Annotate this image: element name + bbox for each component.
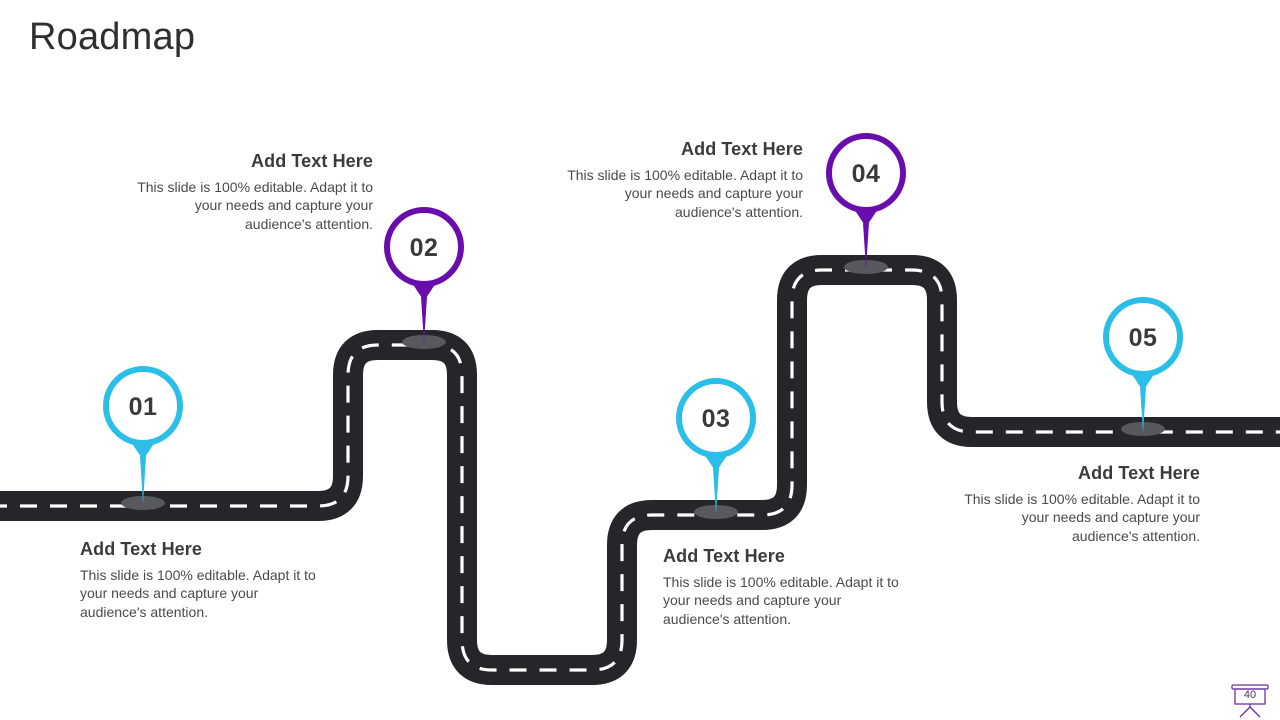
milestone-title-04: Add Text Here (681, 139, 803, 159)
milestone-number-05: 05 (1128, 324, 1158, 352)
milestone-body-01: This slide is 100% editable. Adapt it to… (80, 566, 316, 621)
milestone-title-01: Add Text Here (80, 539, 202, 559)
milestone-pin-03[interactable]: 03 (673, 376, 759, 516)
milestone-number-04: 04 (851, 160, 881, 188)
milestone-text-01: Add Text Here This slide is 100% editabl… (80, 539, 320, 622)
milestone-body-05: This slide is 100% editable. Adapt it to… (964, 490, 1200, 545)
milestone-body-04: This slide is 100% editable. Adapt it to… (567, 166, 803, 221)
milestone-title-05: Add Text Here (1078, 463, 1200, 483)
milestone-text-02: Add Text Here This slide is 100% editabl… (133, 151, 373, 234)
road-surface (0, 255, 1280, 685)
pin-05-shape (1103, 297, 1183, 433)
page-title: Roadmap (29, 16, 196, 58)
presentation-board-icon (1231, 684, 1269, 718)
milestone-title-03: Add Text Here (663, 546, 785, 566)
page-number-badge[interactable]: 40 (1224, 680, 1276, 718)
milestone-number-03: 03 (701, 405, 731, 433)
milestone-pin-01[interactable]: 01 (100, 364, 186, 506)
milestone-number-01: 01 (128, 393, 158, 421)
milestone-number-02: 02 (409, 234, 439, 262)
milestone-pin-02[interactable]: 02 (381, 205, 467, 345)
milestone-body-02: This slide is 100% editable. Adapt it to… (137, 178, 373, 233)
page-number-text: 40 (1243, 689, 1257, 701)
milestone-text-05: Add Text Here This slide is 100% editabl… (960, 463, 1200, 546)
pin-02-shape (384, 207, 464, 343)
milestone-text-03: Add Text Here This slide is 100% editabl… (663, 546, 908, 629)
milestone-pin-05[interactable]: 05 (1100, 295, 1186, 435)
milestone-body-03: This slide is 100% editable. Adapt it to… (663, 573, 899, 628)
milestone-text-04: Add Text Here This slide is 100% editabl… (563, 139, 803, 222)
pin-03-shape (676, 378, 756, 514)
pin-04-shape (826, 133, 906, 269)
pin-01-shape (103, 366, 183, 504)
milestone-pin-04[interactable]: 04 (823, 131, 909, 271)
milestone-title-02: Add Text Here (251, 151, 373, 171)
